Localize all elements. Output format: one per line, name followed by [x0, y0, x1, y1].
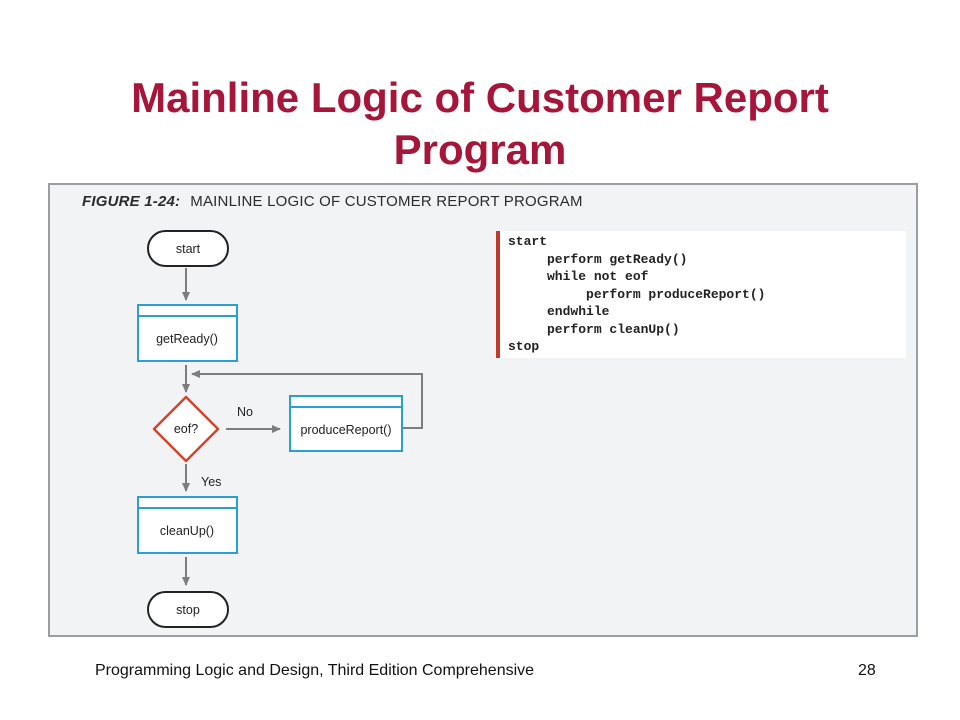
getready-module: getReady()	[137, 304, 238, 362]
cleanup-label: cleanUp()	[160, 524, 214, 538]
pseudocode-line: start	[508, 234, 548, 249]
producereport-label: produceReport()	[300, 423, 391, 437]
no-label: No	[237, 405, 253, 419]
footer-text: Programming Logic and Design, Third Edit…	[95, 662, 535, 679]
pseudocode-line: perform produceReport()	[508, 286, 766, 302]
slide-title: Mainline Logic of Customer Report Progra…	[60, 72, 900, 176]
figure-panel: FIGURE 1-24: MAINLINE LOGIC OF CUSTOMER R…	[48, 183, 918, 637]
flowchart: start getReady() eof? No produceReport()	[137, 230, 423, 628]
start-label: start	[176, 242, 201, 256]
eof-decision: eof?	[152, 395, 220, 463]
getready-label: getReady()	[156, 332, 218, 346]
title-line-2: Program	[393, 126, 567, 173]
pseudocode-line: stop	[508, 339, 540, 354]
pseudocode-line: perform cleanUp()	[508, 321, 680, 337]
decision-label: eof?	[174, 422, 198, 436]
pseudocode-block: start perform getReady() while not eof p…	[496, 231, 906, 358]
stop-label: stop	[176, 603, 200, 617]
figure-caption-text: MAINLINE LOGIC OF CUSTOMER REPORT PROGRA…	[190, 193, 583, 210]
pseudocode-line: while not eof	[508, 269, 649, 284]
stop-terminal: stop	[147, 591, 229, 628]
producereport-module: produceReport()	[289, 395, 403, 452]
cleanup-module: cleanUp()	[137, 496, 238, 554]
title-line-1: Mainline Logic of Customer Report	[131, 74, 829, 121]
page-number: 28	[858, 662, 876, 679]
start-terminal: start	[147, 230, 229, 267]
yes-label: Yes	[201, 475, 221, 489]
arrow-loop-back	[191, 370, 423, 429]
figure-caption: FIGURE 1-24: MAINLINE LOGIC OF CUSTOMER R…	[82, 193, 583, 210]
pseudocode-line: perform getReady()	[508, 251, 688, 267]
figure-label: FIGURE 1-24:	[82, 193, 181, 210]
pseudocode-line: endwhile	[508, 304, 610, 319]
